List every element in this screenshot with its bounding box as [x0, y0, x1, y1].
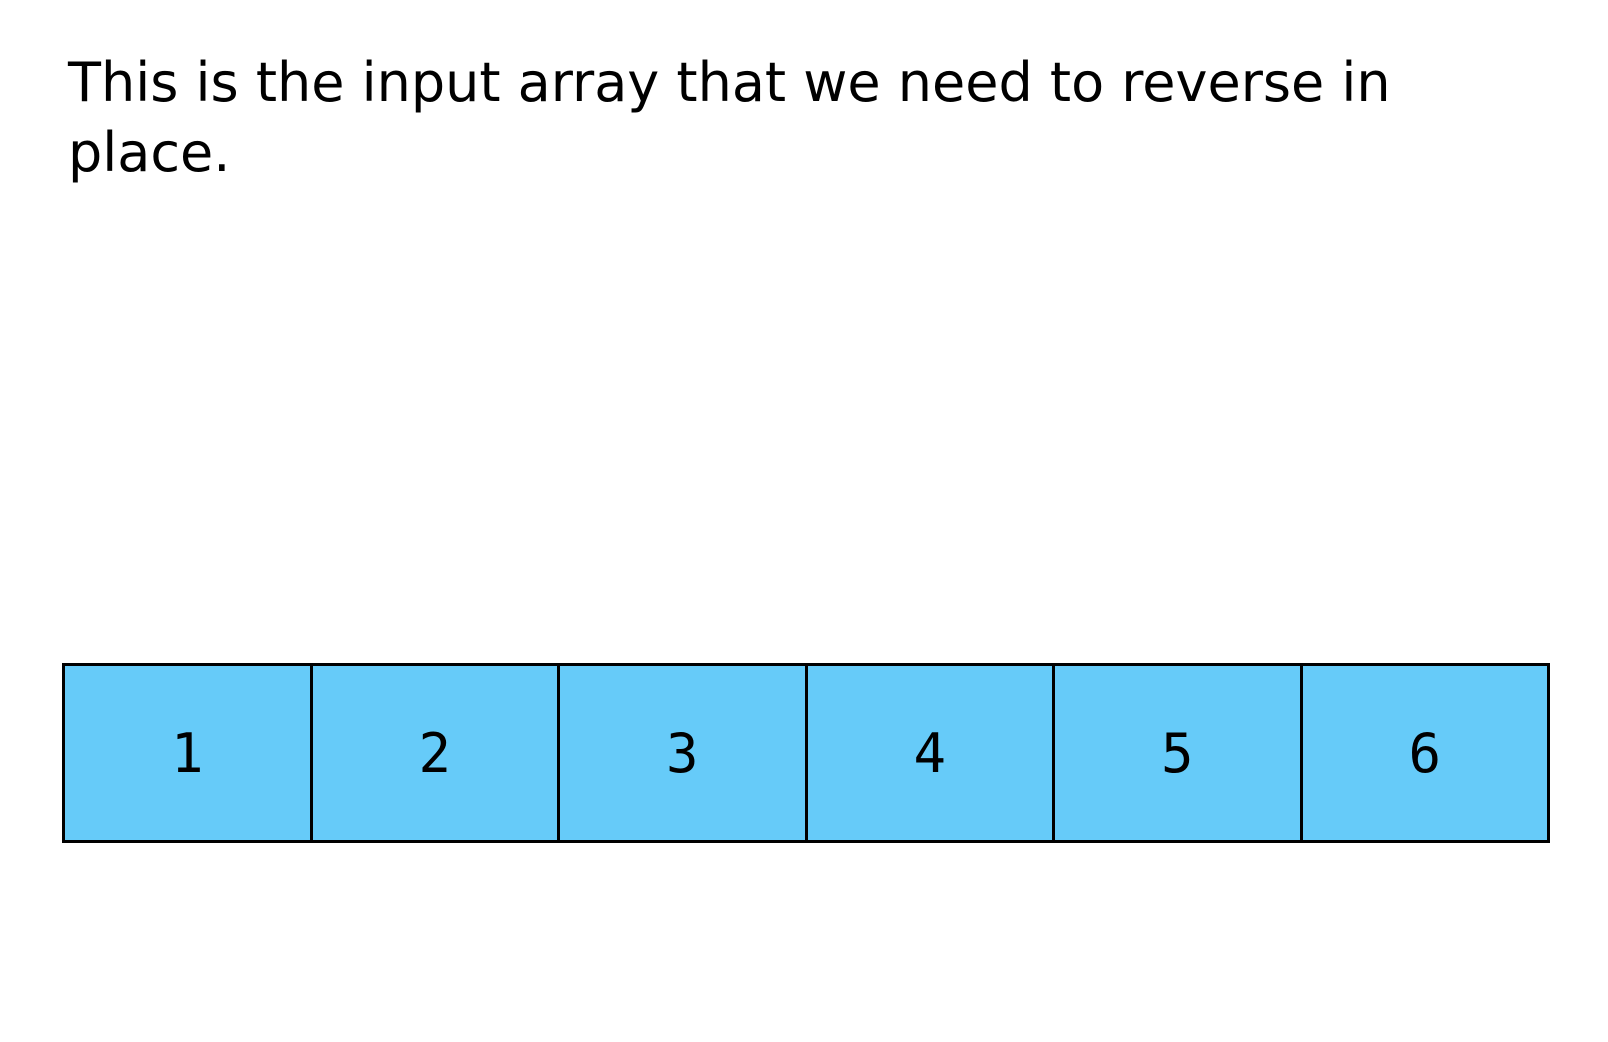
array-cell-3: 4	[807, 666, 1055, 840]
array-cell-value: 4	[913, 721, 946, 785]
array-cell-value: 5	[1160, 721, 1194, 785]
array-cell-value: 3	[665, 721, 699, 785]
array-cell-5: 6	[1302, 666, 1547, 840]
array-cell-4: 5	[1055, 666, 1303, 840]
step-caption: This is the input array that we need to …	[68, 51, 1391, 184]
array-cell-1: 2	[312, 666, 560, 840]
array-cell-value: 1	[170, 721, 204, 785]
array-cell-value: 2	[418, 721, 451, 785]
array-cell-2: 3	[560, 666, 808, 840]
input-array: 1 2 3 4 5 6	[62, 663, 1550, 843]
array-cell-value: 6	[1408, 721, 1441, 785]
array-cell-0: 1	[65, 666, 313, 840]
